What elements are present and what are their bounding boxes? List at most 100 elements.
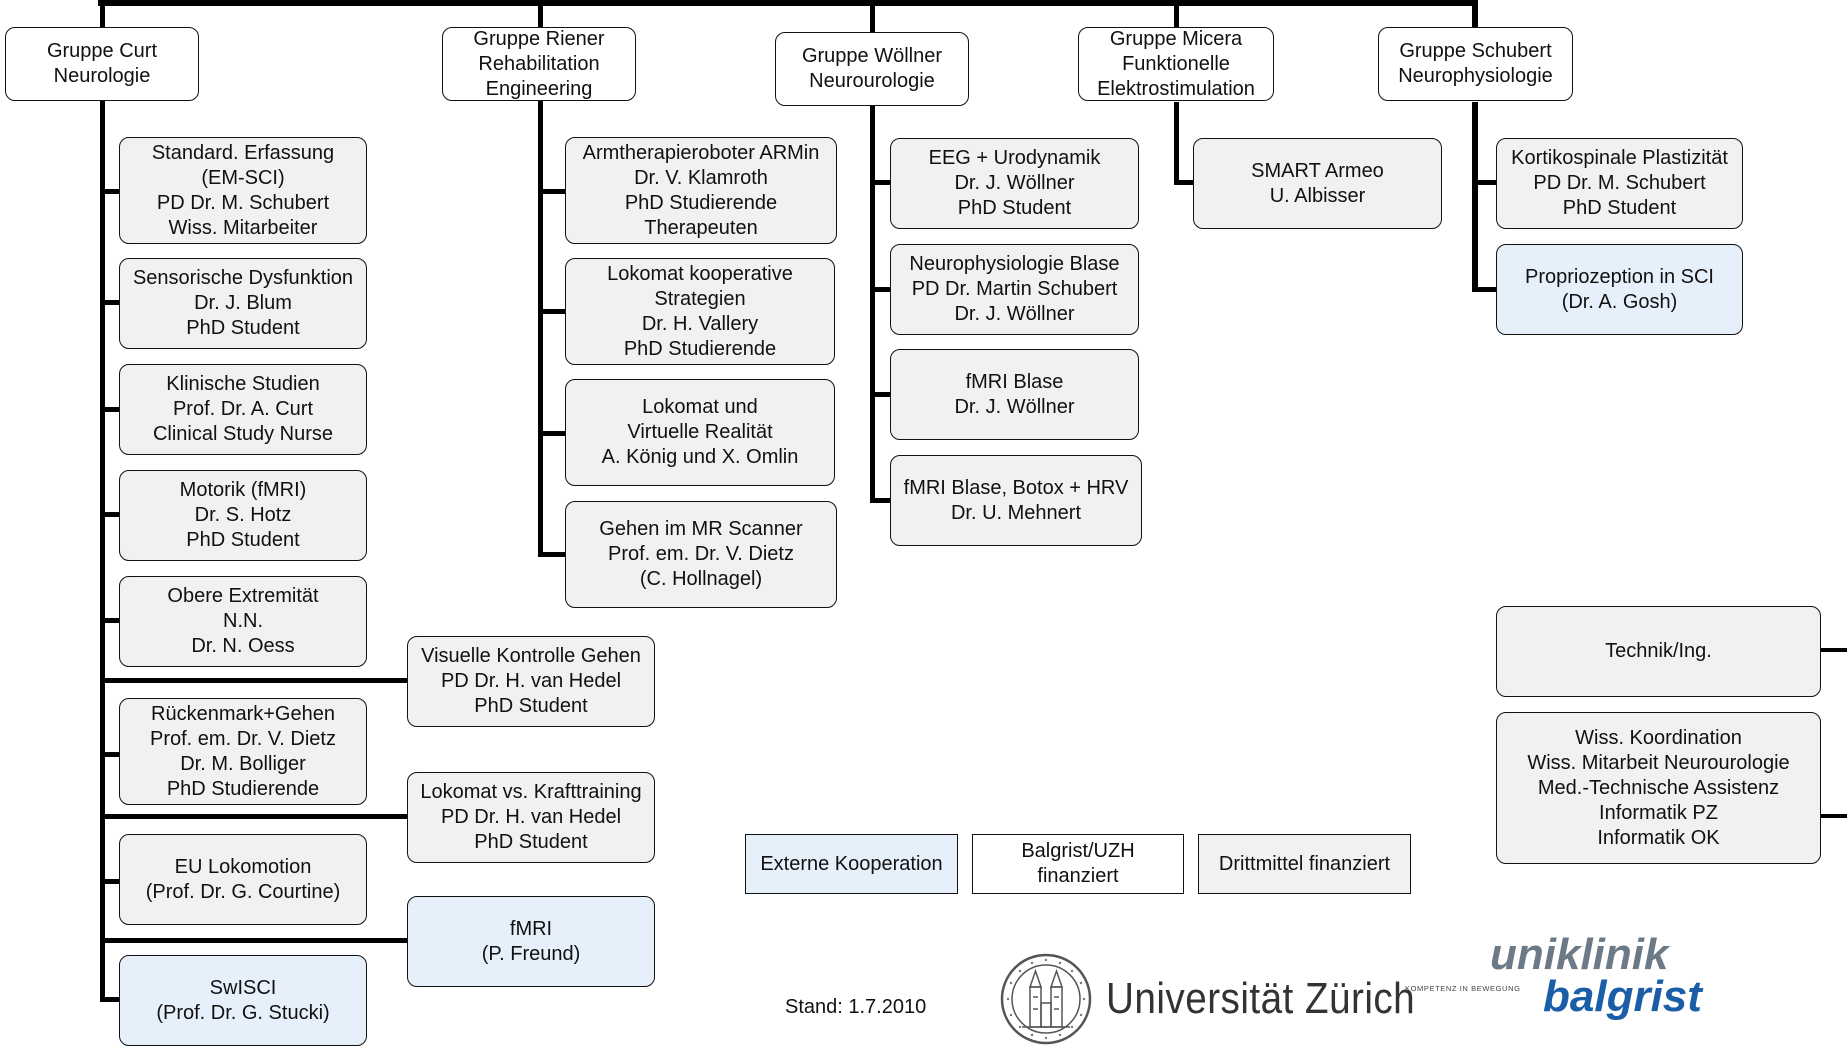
connector-stub xyxy=(105,879,120,884)
group-line: Gruppe Curt xyxy=(46,40,158,62)
connector-stub xyxy=(105,618,120,623)
connector-stub xyxy=(105,189,120,194)
group-line: Gruppe Wöllner xyxy=(801,45,943,67)
project-box: Klinische Studien Prof. Dr. A. Curt Clin… xyxy=(119,364,367,455)
project-box: fMRI (P. Freund) xyxy=(407,896,655,987)
staff-box-technik: Technik/Ing. xyxy=(1496,606,1821,697)
group-line: Gruppe Riener xyxy=(473,27,605,50)
project-box: EEG + Urodynamik Dr. J. Wöllner PhD Stud… xyxy=(890,138,1139,229)
project-line: Gehen im MR Scanner xyxy=(599,518,803,540)
project-line: Therapeuten xyxy=(644,216,758,239)
group-line: Neurologie xyxy=(53,65,151,87)
project-line: Dr. J. Blum xyxy=(194,292,292,314)
group-box-micera: Gruppe Micera Funktionelle Elektrostimul… xyxy=(1078,27,1274,101)
staff-line: Technik/Ing. xyxy=(1605,640,1712,662)
connector-drop-woellner xyxy=(870,0,875,32)
staff-line: Wiss. Koordination xyxy=(1575,726,1742,749)
connector-stub xyxy=(105,752,120,757)
project-line: Klinische Studien xyxy=(166,373,320,395)
project-line: PhD Studierende xyxy=(624,191,778,214)
project-line: fMRI xyxy=(509,917,553,940)
connector-stub xyxy=(543,309,566,314)
project-box: Rückenmark+Gehen Prof. em. Dr. V. Dietz … xyxy=(119,698,367,805)
staff-line: Informatik PZ xyxy=(1599,801,1718,824)
project-line: PhD Student xyxy=(186,317,300,339)
legend-drittmittel: Drittmittel finanziert xyxy=(1198,834,1411,894)
project-line: Rückenmark+Gehen xyxy=(151,702,335,725)
project-box: Neurophysiologie Blase PD Dr. Martin Sch… xyxy=(890,244,1139,335)
staff-line: Informatik OK xyxy=(1597,826,1720,849)
project-line: PhD Student xyxy=(474,831,588,853)
legend-balgrist-uzh: Balgrist/UZH finanziert xyxy=(972,834,1184,894)
project-box: Obere Extremität N.N. Dr. N. Oess xyxy=(119,576,367,667)
legend-label: Balgrist/UZH xyxy=(1021,840,1135,862)
project-line: Neurophysiologie Blase xyxy=(909,253,1120,275)
project-line: fMRI Blase, Botox + HRV xyxy=(903,476,1129,499)
connector-trunk-woellner xyxy=(870,105,875,503)
staff-line: Wiss. Mitarbeit Neurourologie xyxy=(1527,751,1790,774)
project-line: Dr. J. Wöllner xyxy=(954,172,1075,194)
project-line: SMART Armeo xyxy=(1251,159,1384,182)
project-line: Propriozeption in SCI xyxy=(1525,265,1714,288)
project-line: U. Albisser xyxy=(1269,184,1366,207)
connector-trunk-micera xyxy=(1174,102,1179,185)
project-line: Dr. J. Wöllner xyxy=(954,395,1075,418)
project-line: (P. Freund) xyxy=(481,942,581,965)
project-line: PD Dr. H. van Hedel xyxy=(440,670,622,692)
connector-drop-curt xyxy=(100,0,105,27)
connector-stub xyxy=(1472,287,1497,292)
connector-stub xyxy=(875,287,891,292)
project-line: A. König und X. Omlin xyxy=(601,446,799,468)
connector-stub xyxy=(105,678,408,683)
uzh-seal-icon xyxy=(1000,953,1092,1045)
project-line: Virtuelle Realität xyxy=(627,421,773,443)
connector-stub xyxy=(543,431,566,436)
group-line: Engineering xyxy=(485,77,593,100)
connector-stub xyxy=(105,814,408,819)
project-line: Wiss. Mitarbeiter xyxy=(168,216,318,239)
project-line: (Prof. Dr. G. Courtine) xyxy=(145,880,341,903)
project-box: Propriozeption in SCI (Dr. A. Gosh) xyxy=(1496,244,1743,335)
project-box: fMRI Blase, Botox + HRV Dr. U. Mehnert xyxy=(890,455,1142,546)
project-line: Lokomat kooperative xyxy=(607,262,793,285)
project-line: Armtherapieroboter ARMin xyxy=(582,141,820,164)
project-line: PhD Studierende xyxy=(166,777,320,800)
connector-stub xyxy=(105,512,120,517)
legend-externe-kooperation: Externe Kooperation xyxy=(745,834,958,894)
group-line: Funktionelle xyxy=(1122,52,1230,75)
project-box: EU Lokomotion (Prof. Dr. G. Courtine) xyxy=(119,834,367,925)
project-line: Lokomat und xyxy=(642,396,758,418)
connector-stub xyxy=(105,300,120,305)
project-line: Dr. H. Vallery xyxy=(641,312,759,335)
project-line: Dr. V. Klamroth xyxy=(634,166,768,189)
staff-line: Med.-Technische Assistenz xyxy=(1537,776,1780,799)
project-line: EU Lokomotion xyxy=(174,855,312,878)
group-line: Neurophysiologie xyxy=(1398,65,1553,87)
project-line: (Dr. A. Gosh) xyxy=(1561,290,1678,313)
connector-trunk-schubert xyxy=(1472,102,1478,292)
project-line: Dr. N. Oess xyxy=(191,635,295,657)
project-line: Obere Extremität xyxy=(167,585,319,607)
project-line: (C. Hollnagel) xyxy=(639,568,763,590)
uzh-name: Universität Zürich xyxy=(1106,974,1416,1023)
project-line: Clinical Study Nurse xyxy=(152,423,334,445)
connector-stub xyxy=(105,997,120,1002)
connector-stub xyxy=(1821,648,1847,652)
project-line: Visuelle Kontrolle Gehen xyxy=(421,645,641,667)
project-line: PhD Student xyxy=(957,197,1072,219)
project-line: Prof. Dr. A. Curt xyxy=(172,398,314,420)
project-line: Lokomat vs. Krafttraining xyxy=(420,781,642,803)
project-line: Dr. J. Wöllner xyxy=(954,303,1075,325)
group-line: Gruppe Schubert xyxy=(1399,40,1552,62)
project-box: SMART Armeo U. Albisser xyxy=(1193,138,1442,229)
group-box-woellner: Gruppe Wöllner Neurourologie xyxy=(775,32,969,106)
project-box: fMRI Blase Dr. J. Wöllner xyxy=(890,349,1139,440)
project-box: Kortikospinale Plastizität PD Dr. M. Sch… xyxy=(1496,138,1743,229)
project-line: Prof. em. Dr. V. Dietz xyxy=(150,727,336,750)
project-line: Strategien xyxy=(654,287,746,310)
project-line: EEG + Urodynamik xyxy=(928,147,1101,169)
connector-drop-micera xyxy=(1174,0,1179,27)
connector-stub xyxy=(105,407,120,412)
project-line: PhD Student xyxy=(186,529,300,551)
